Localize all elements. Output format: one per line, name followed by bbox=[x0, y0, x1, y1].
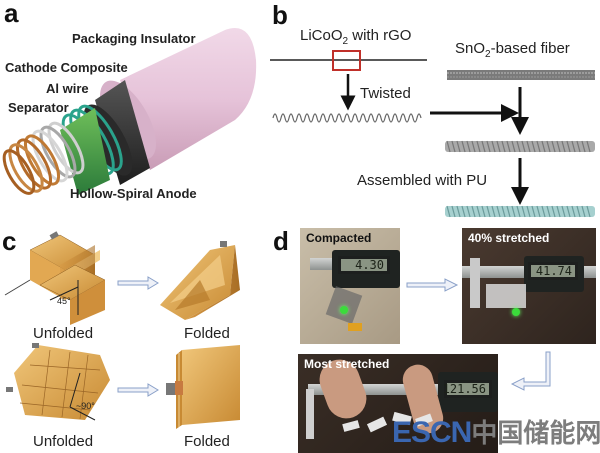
label-separator: Separator bbox=[8, 100, 69, 115]
photo-label-40-stretched: 40% stretched bbox=[468, 231, 550, 245]
label-folded-bottom: Folded bbox=[184, 433, 230, 450]
watermark-en: ESCN bbox=[392, 416, 472, 449]
green-led-icon bbox=[340, 306, 348, 314]
photo-label-most-stretched: Most stretched bbox=[304, 357, 390, 371]
twisted-spring-coil bbox=[272, 113, 422, 123]
label-licoo2-with-rgo: LiCoO2 with rGO bbox=[300, 27, 412, 47]
caliper-reading-compacted: 4.30 bbox=[338, 256, 390, 274]
watermark-cn: 中国储能网 bbox=[471, 419, 600, 449]
angle-45-label: 45° bbox=[57, 296, 71, 306]
panel-d-letter: d bbox=[273, 226, 289, 256]
folding-diagrams: 45° ~90° bbox=[4, 231, 240, 429]
sno2-fiber bbox=[447, 70, 595, 80]
photo-40-stretched: 41.74 40% stretched bbox=[462, 228, 596, 344]
label-sno2-based-fiber: SnO2-based fiber bbox=[455, 40, 570, 60]
spring-wrapped-fiber bbox=[445, 140, 595, 153]
fabrication-process-diagram bbox=[270, 50, 595, 218]
label-twisted: Twisted bbox=[360, 85, 411, 102]
arrow-fold-top bbox=[117, 276, 159, 290]
connector-tab bbox=[348, 323, 362, 331]
caliper-jaw bbox=[470, 258, 480, 308]
unfolded-grid-sheet bbox=[6, 343, 110, 421]
escn-watermark: ESCN中国储能网 bbox=[392, 418, 600, 448]
caliper-bar bbox=[308, 384, 498, 395]
unfolded-zigzag-sheet bbox=[4, 231, 106, 325]
panel-a-letter: a bbox=[4, 0, 19, 28]
panel-b-letter: b bbox=[272, 0, 288, 30]
label-assembled-with-pu: Assembled with PU bbox=[357, 172, 488, 189]
caliper-reading-most-stretched: 121.56 bbox=[443, 380, 492, 398]
device-segment bbox=[366, 416, 388, 433]
angle-90-label: ~90° bbox=[76, 401, 95, 411]
arrow-stretch-to-most bbox=[510, 351, 551, 391]
label-packaging-insulator: Packaging Insulator bbox=[72, 31, 196, 46]
label-unfolded-bottom: Unfolded bbox=[33, 433, 94, 450]
photo-compacted: 4.30 Compacted bbox=[300, 228, 400, 344]
device-fiber bbox=[325, 286, 363, 324]
device-segment bbox=[342, 420, 360, 432]
photo-most-stretched: 121.56 Most stretched bbox=[298, 354, 498, 453]
folded-block-stack bbox=[166, 345, 240, 429]
caliper-jaw bbox=[306, 389, 314, 439]
arrow-compact-to-stretch bbox=[406, 278, 459, 292]
arrow-fold-bottom bbox=[117, 383, 159, 397]
separator-tube bbox=[60, 108, 110, 195]
label-unfolded-top: Unfolded bbox=[33, 325, 94, 342]
fiber-battery-cross-section bbox=[2, 28, 257, 195]
caliper-reading-40-stretched: 41.74 bbox=[528, 262, 578, 280]
device-fiber-stretched bbox=[486, 284, 526, 308]
panel-c-letter: c bbox=[2, 226, 17, 256]
label-al-wire: Al wire bbox=[46, 81, 89, 96]
label-hollow-spiral-anode: Hollow-Spiral Anode bbox=[70, 186, 197, 201]
pu-assembled-fiber bbox=[445, 205, 595, 218]
highlight-box bbox=[332, 50, 361, 71]
green-led-icon bbox=[512, 308, 520, 316]
folded-zigzag-stack bbox=[160, 241, 240, 320]
label-folded-top: Folded bbox=[184, 325, 230, 342]
label-cathode-composite: Cathode Composite bbox=[5, 60, 128, 75]
photo-label-compacted: Compacted bbox=[306, 231, 372, 245]
hollow-spiral-anode bbox=[2, 121, 85, 195]
